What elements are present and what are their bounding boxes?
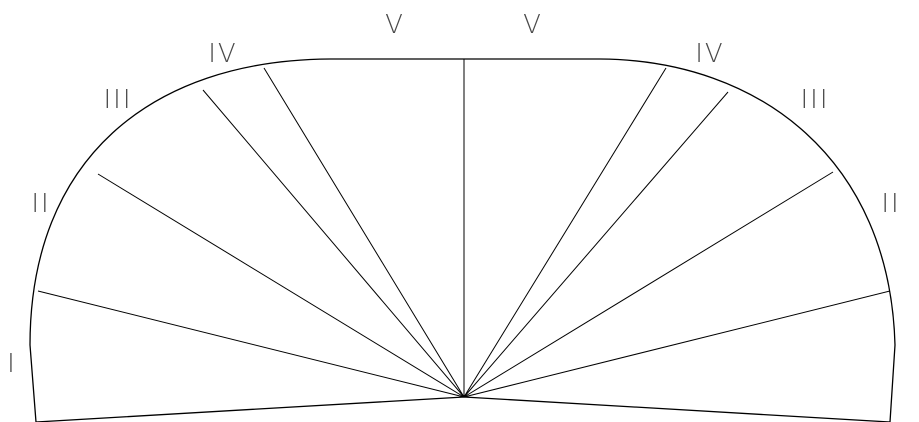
labels-right: V IV III II (523, 10, 900, 219)
dome-outline (29, 58, 896, 422)
zone-label-right-3: III (800, 85, 829, 115)
ray-group (37, 59, 891, 398)
ray-right-2 (463, 171, 834, 398)
zone-label-left-4: IV (208, 39, 237, 69)
zone-label-left-2: II (31, 189, 50, 219)
ray-left-1 (37, 290, 465, 398)
zone-label-right-4: IV (695, 39, 724, 69)
ray-right-1 (463, 290, 891, 398)
ray-left-2 (97, 173, 465, 398)
ray-left-4 (263, 67, 465, 398)
ray-left-3 (202, 89, 465, 398)
zone-label-left-1: I (7, 349, 17, 379)
zone-label-right-2: II (881, 189, 900, 219)
zone-label-right-5: V (523, 10, 543, 40)
zone-label-left-3: III (103, 85, 132, 115)
base-line (35, 396, 891, 422)
zone-label-left-5: V (385, 10, 405, 40)
ray-right-3 (463, 91, 729, 398)
ray-right-4 (463, 67, 667, 398)
labels-left: I II III IV V (7, 10, 405, 379)
